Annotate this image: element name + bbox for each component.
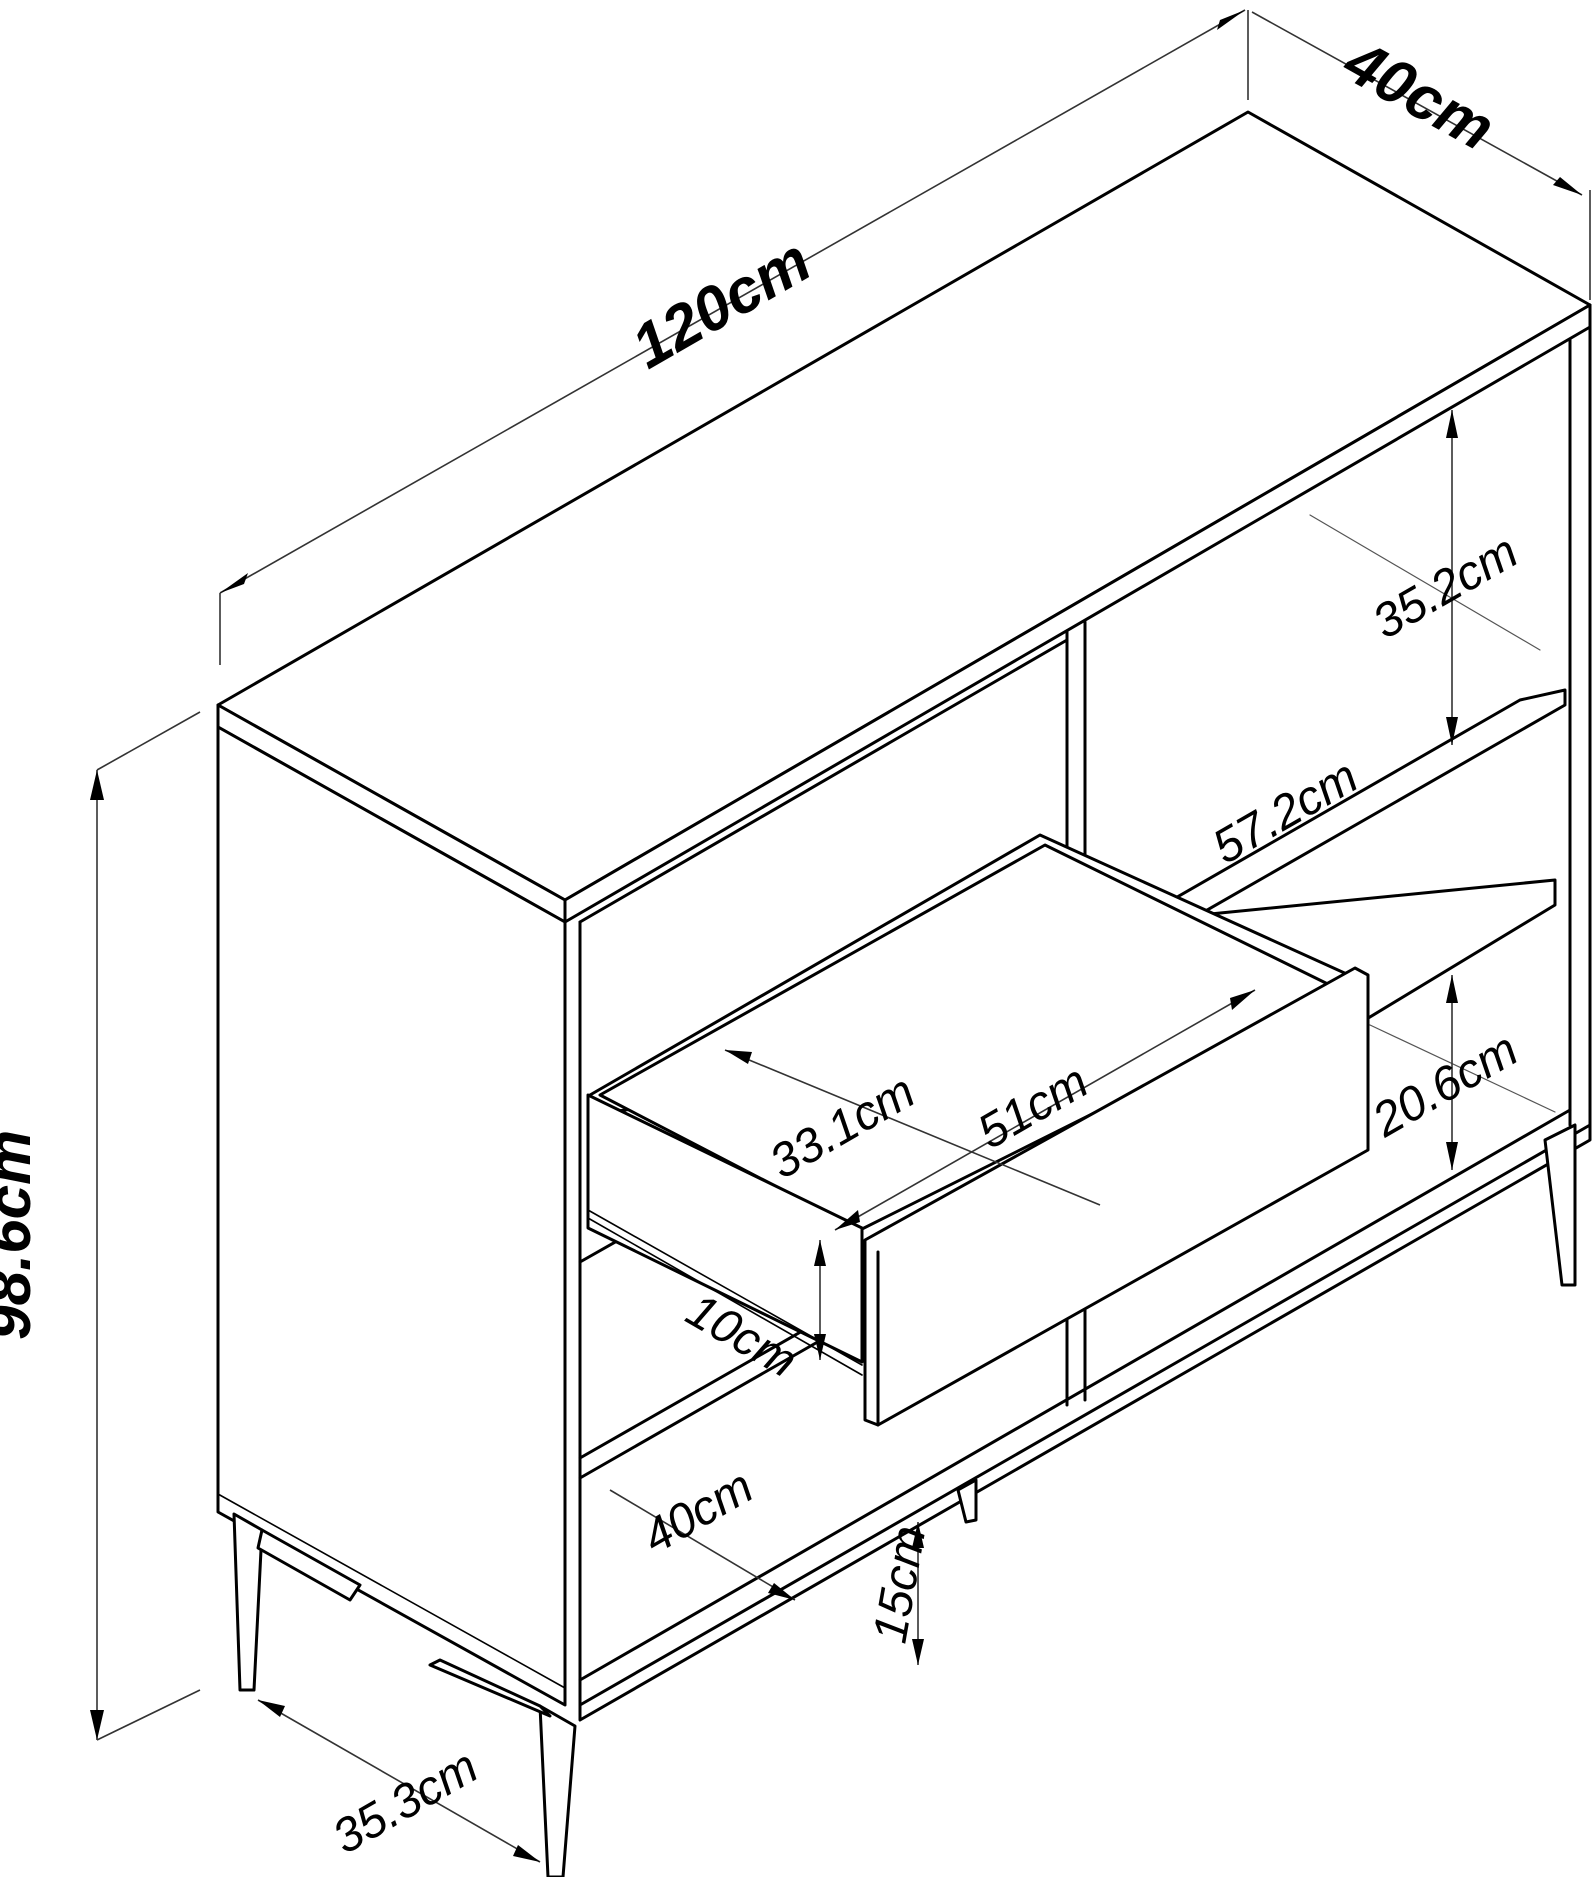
label-height: 98.6cm xyxy=(0,1130,44,1340)
dim-width-arrow-left xyxy=(220,573,248,593)
left-compartment-top-back xyxy=(578,638,1069,924)
dim-width-arrow-right xyxy=(1217,10,1245,30)
dim-drawer-width-arrow-right xyxy=(1230,990,1255,1010)
dim-leg-span-arrow-right xyxy=(513,1845,540,1862)
drawer-runner-2 xyxy=(587,1217,863,1376)
dim-drawer-depth-arrow-left xyxy=(725,1050,752,1064)
label-depth: 40cm xyxy=(1331,26,1505,164)
dim-height-ext-bottom xyxy=(96,1689,201,1741)
leg-foot-bracket-left xyxy=(256,1528,362,1602)
label-inner-depth: 40cm xyxy=(634,1460,762,1565)
dim-lower-shelf-arrow-top xyxy=(1446,975,1458,1003)
dim-height-arrow-top xyxy=(90,770,104,800)
dim-leg-span-line xyxy=(257,1699,541,1863)
dim-drawer-height-arrow-top xyxy=(814,1240,826,1266)
dim-upper-shelf-arrow-bottom xyxy=(1446,717,1458,745)
drawer-left-side xyxy=(586,1093,864,1364)
dim-drawer-width-arrow-left xyxy=(835,1210,860,1230)
dim-inner-depth-line xyxy=(609,1489,796,1601)
dim-drawer-depth-line xyxy=(724,1049,1101,1206)
label-leg-span: 35.3cm xyxy=(324,1740,487,1865)
bottom-inner-edge xyxy=(578,1108,1572,1682)
dim-lower-shelf-arrow-bottom xyxy=(1446,1142,1458,1170)
cabinet-bottom-base xyxy=(578,1123,1592,1722)
label-lower-shelf-height: 20.6cm xyxy=(1363,1023,1527,1148)
dim-width-line xyxy=(219,9,1246,594)
right-upper-back-guide xyxy=(1309,514,1541,651)
dim-upper-shelf-arrow-top xyxy=(1446,410,1458,438)
dim-drawer-height-arrow-bottom xyxy=(814,1334,826,1360)
dim-depth-line xyxy=(1251,11,1583,196)
dim-drawer-width-line xyxy=(834,989,1256,1231)
dim-leg-height-arrow-bottom xyxy=(912,1639,924,1665)
dim-leg-height-arrow-top xyxy=(912,1522,924,1548)
dim-leg-span-arrow-left xyxy=(258,1700,285,1717)
leg-foot-bracket-center xyxy=(428,1658,552,1718)
leg-front-center xyxy=(538,1704,577,1877)
dim-height-ext-top xyxy=(96,711,201,771)
leg-back-right xyxy=(1543,1123,1577,1287)
drawer-front-panel xyxy=(863,966,1370,1427)
leg-back-center xyxy=(956,1478,978,1524)
dim-depth-arrow-right xyxy=(1553,177,1582,195)
right-lower-back-guide xyxy=(1369,1024,1556,1113)
dim-height-arrow-bottom xyxy=(90,1710,104,1740)
cabinet-left-side-panel xyxy=(216,725,567,1707)
leg-front-left xyxy=(232,1512,264,1692)
label-width: 120cm xyxy=(621,226,823,382)
left-panel-bottom-trim xyxy=(217,1493,566,1689)
label-upper-shelf-height: 35.2cm xyxy=(1364,525,1527,650)
dim-inner-depth-arrow-right xyxy=(768,1583,795,1600)
